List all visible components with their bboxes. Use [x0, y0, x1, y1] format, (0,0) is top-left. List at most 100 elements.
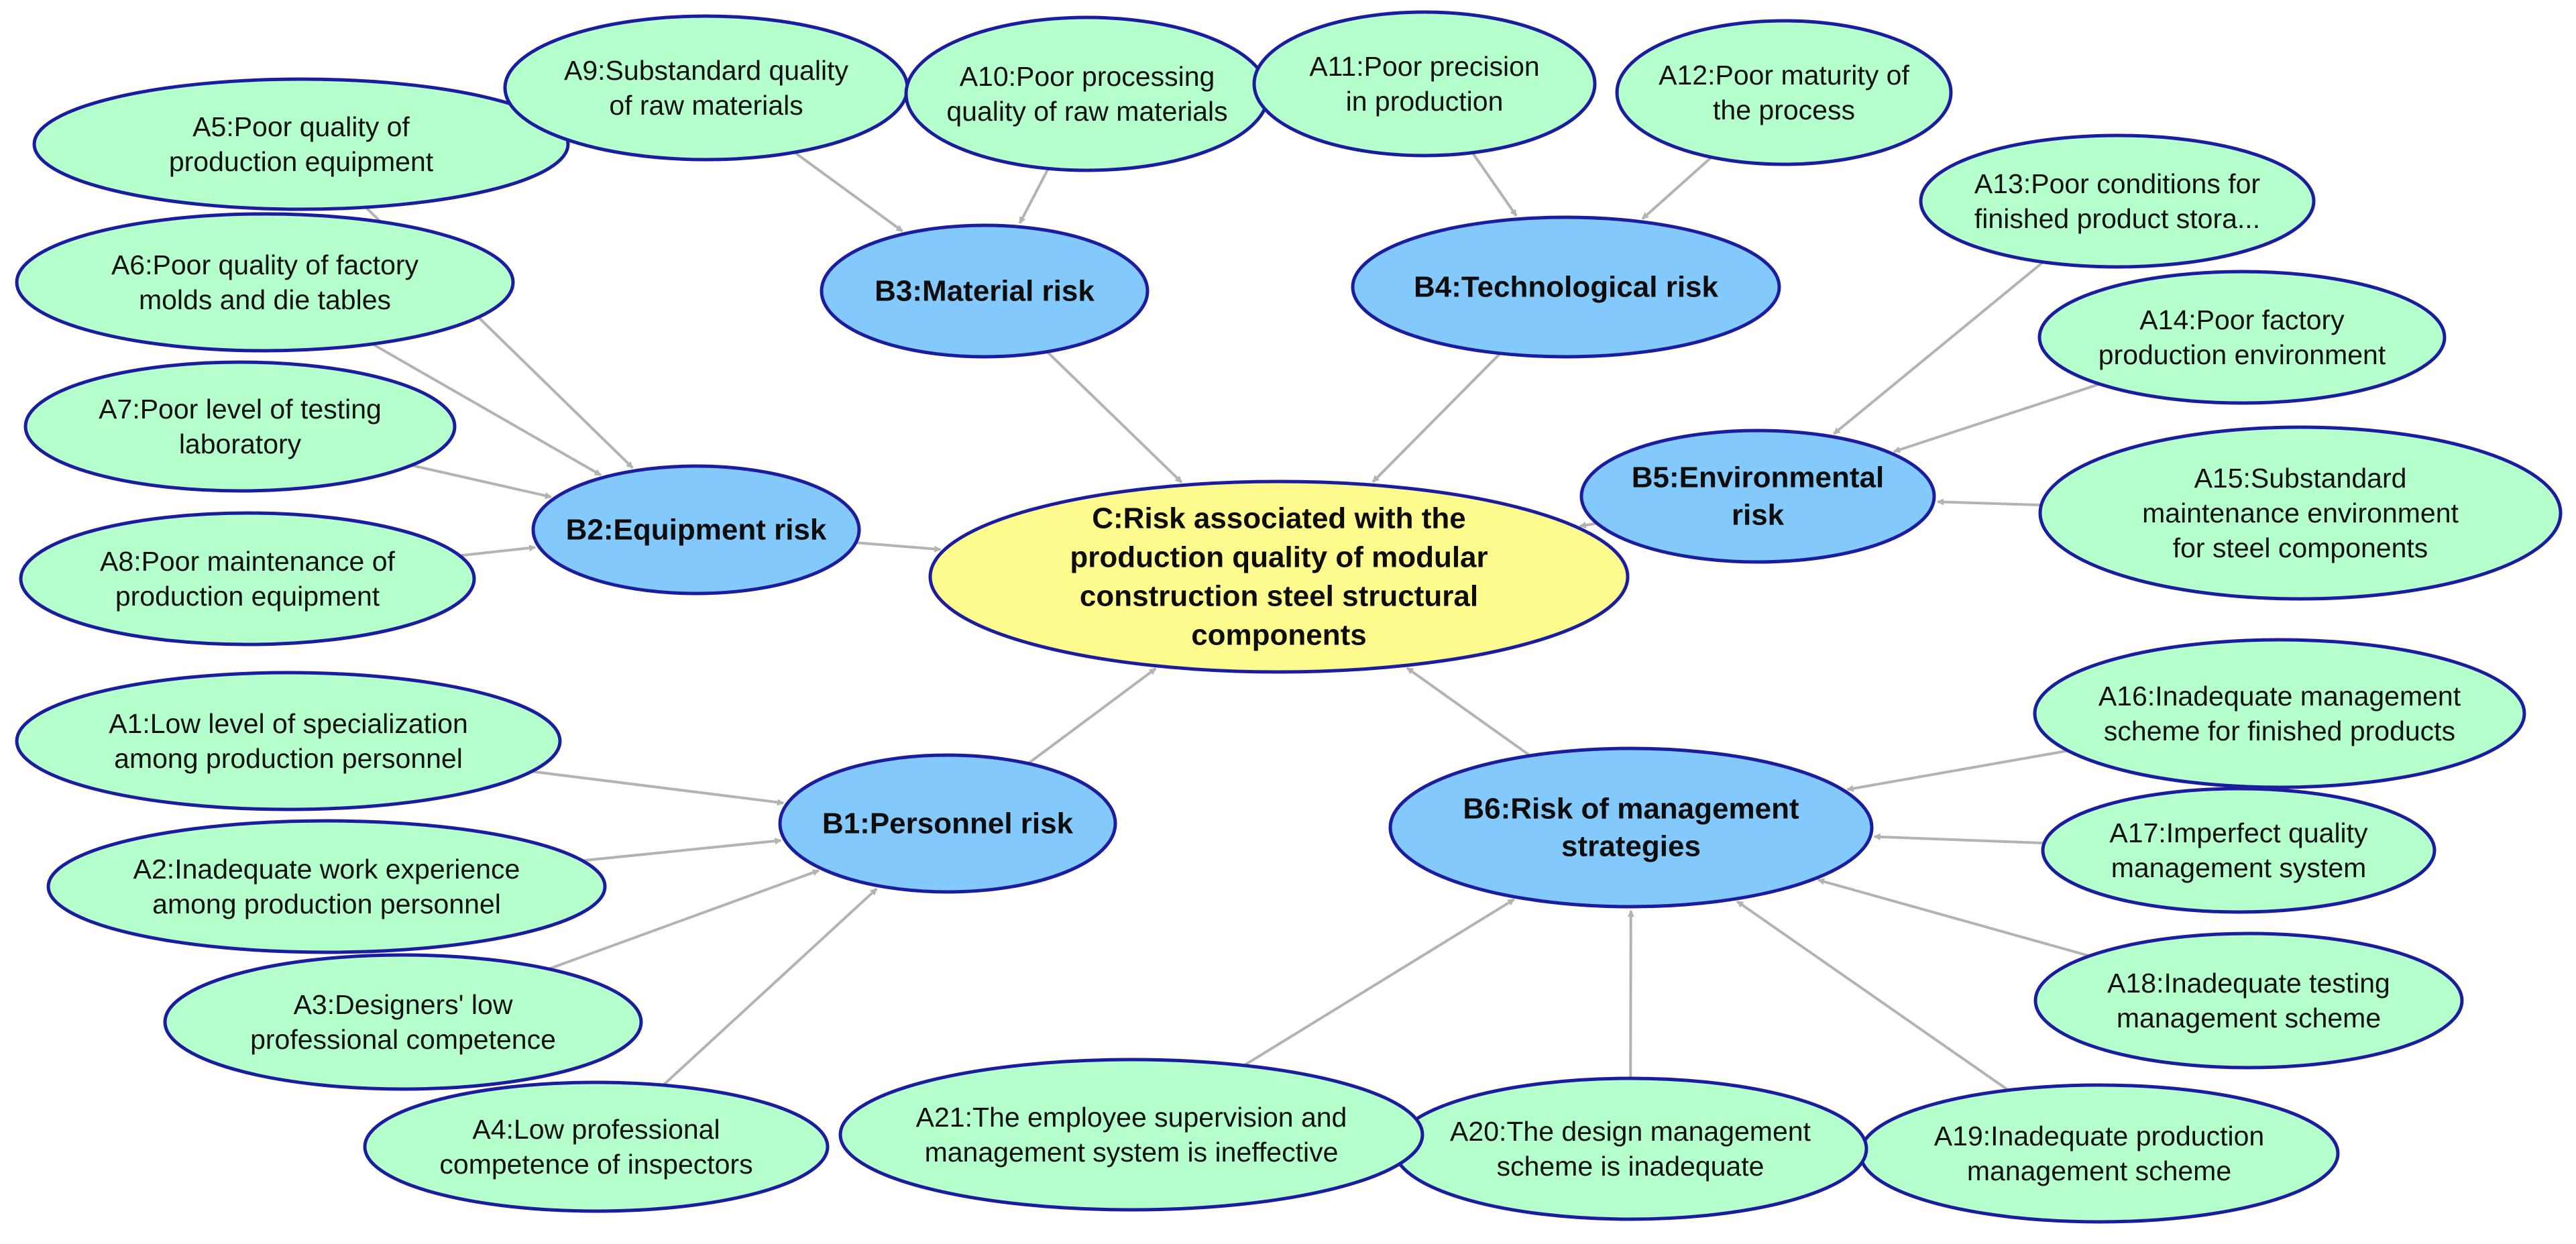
node-c-label-line-3: construction steel structural — [1080, 580, 1478, 613]
node-a11-label-line-1: A11:Poor precision — [1309, 51, 1539, 82]
edge-a20-to-b6 — [1630, 911, 1631, 1079]
node-a12: A12:Poor maturity of the process — [1615, 19, 1953, 166]
node-b2-label-line-1: B2:Equipment risk — [566, 514, 827, 547]
edge-b3-to-c — [1046, 351, 1183, 484]
edge-a15-to-b5 — [1938, 502, 2041, 507]
edge-a14-to-b5 — [1894, 382, 2101, 452]
node-a14-label-line-2: production environment — [2098, 339, 2386, 370]
node-a2-label-line-1: A2:Inadequate work experience — [133, 854, 520, 885]
edge-b1-to-c — [1027, 667, 1157, 765]
node-a7-label-line-2: laboratory — [179, 429, 302, 459]
node-b1: B1:Personnel risk — [778, 753, 1117, 894]
node-a21-label-line-1: A21:The employee supervision and — [916, 1102, 1347, 1133]
node-a11-label-line-2: in production — [1346, 86, 1504, 117]
node-a5-label-line-1: A5:Poor quality of — [192, 111, 410, 142]
node-a10-label-line-2: quality of raw materials — [946, 96, 1227, 127]
node-b3-label-line-1: B3:Material risk — [875, 275, 1095, 308]
edge-a2-to-b1 — [582, 840, 781, 862]
node-c-shape — [928, 479, 1630, 674]
edge-a16-to-b6 — [1847, 749, 2069, 789]
node-a9-shape — [503, 14, 909, 162]
node-a12-label-line-1: A12:Poor maturity of — [1659, 60, 1909, 91]
node-a17-shape — [2041, 787, 2437, 914]
node-a14-shape — [2037, 270, 2447, 405]
edge-a6-to-b2 — [372, 343, 601, 477]
node-a10-label-line-1: A10:Poor processing — [960, 61, 1215, 92]
node-a13-label-line-2: finished product stora... — [1974, 203, 2260, 234]
node-a7: A7:Poor level of testing laboratory — [23, 360, 457, 493]
node-a16-shape — [2033, 638, 2526, 789]
node-b2-shape — [531, 464, 861, 596]
node-a8-shape — [19, 511, 476, 646]
edge-a9-to-b3 — [793, 151, 903, 233]
node-a11: A11:Poor precision in production — [1252, 10, 1597, 158]
node-b5-label-line-2: risk — [1732, 499, 1785, 532]
node-a13-shape — [1919, 133, 2316, 269]
node-a2: A2:Inadequate work experience among produ… — [46, 819, 607, 954]
node-a20-shape — [1392, 1076, 1868, 1221]
node-b1-shape — [778, 753, 1117, 894]
node-a3-label-line-1: A3:Designers' low — [294, 989, 513, 1020]
node-a6-label-line-2: molds and die tables — [139, 284, 391, 315]
node-a4-shape — [363, 1080, 830, 1213]
node-a12-shape — [1615, 19, 1953, 166]
node-a1-shape — [15, 671, 562, 811]
node-a4-label-line-1: A4:Low professional — [472, 1114, 720, 1145]
edge-b4-to-c — [1371, 352, 1502, 484]
node-a17-label-line-2: management system — [2111, 852, 2367, 883]
node-a1-label-line-1: A1:Low level of specialization — [109, 708, 468, 739]
node-a1-label-line-2: among production personnel — [114, 743, 463, 774]
node-a15-label-line-3: for steel components — [2173, 532, 2428, 563]
node-b4-shape — [1351, 215, 1781, 359]
node-a2-shape — [46, 819, 607, 954]
node-a8-label-line-1: A8:Poor maintenance of — [100, 546, 395, 577]
node-a15-label-line-2: maintenance environment — [2142, 498, 2459, 528]
node-a10-shape — [904, 15, 1270, 172]
node-a13-label-line-1: A13:Poor conditions for — [1974, 168, 2260, 199]
edge-a21-to-b6 — [1243, 898, 1514, 1067]
node-a10: A10:Poor processing quality of raw materi… — [904, 15, 1270, 172]
node-a21-shape — [838, 1058, 1424, 1212]
node-a6: A6:Poor quality of factory molds and die … — [15, 212, 515, 353]
node-a17: A17:Imperfect quality management system — [2041, 787, 2437, 914]
node-a20-label-line-1: A20:The design management — [1450, 1116, 1811, 1147]
node-a13: A13:Poor conditions for finished product … — [1919, 133, 2316, 269]
edge-a18-to-b6 — [1818, 880, 2090, 958]
edge-b5-to-c — [1580, 523, 1598, 526]
node-a14-label-line-1: A14:Poor factory — [2139, 304, 2345, 335]
node-a12-label-line-2: the process — [1713, 95, 1855, 125]
node-a18: A18:Inadequate testing management scheme — [2033, 931, 2464, 1070]
node-a17-label-line-1: A17:Imperfect quality — [2109, 817, 2368, 848]
node-a8-label-line-2: production equipment — [115, 581, 380, 612]
edge-a12-to-b4 — [1641, 156, 1713, 220]
edge-a1-to-b1 — [531, 770, 783, 803]
node-a21-label-line-2: management system is ineffective — [925, 1137, 1339, 1168]
node-c-label-line-4: components — [1191, 619, 1367, 652]
node-a6-label-line-1: A6:Poor quality of factory — [111, 249, 419, 280]
node-b6-label-line-2: strategies — [1561, 830, 1701, 863]
node-a19-label-line-1: A19:Inadequate production — [1934, 1121, 2264, 1151]
node-a2-label-line-2: among production personnel — [152, 889, 501, 919]
node-c-label-line-1: C:Risk associated with the — [1092, 502, 1465, 535]
node-b1-label-line-1: B1:Personnel risk — [822, 807, 1074, 840]
edge-a10-to-b3 — [1018, 168, 1050, 223]
node-b5-shape — [1579, 429, 1936, 564]
node-a18-label-line-1: A18:Inadequate testing — [2107, 968, 2390, 999]
node-a18-label-line-2: management scheme — [2117, 1003, 2381, 1033]
edge-a3-to-b1 — [548, 870, 819, 970]
edges-layer — [365, 151, 2101, 1092]
node-a7-label-line-1: A7:Poor level of testing — [99, 394, 382, 425]
node-a1: A1:Low level of specialization among prod… — [15, 671, 562, 811]
node-b4-label-line-1: B4:Technological risk — [1414, 271, 1718, 304]
node-b5-label-line-1: B5:Environmental — [1632, 461, 1885, 494]
